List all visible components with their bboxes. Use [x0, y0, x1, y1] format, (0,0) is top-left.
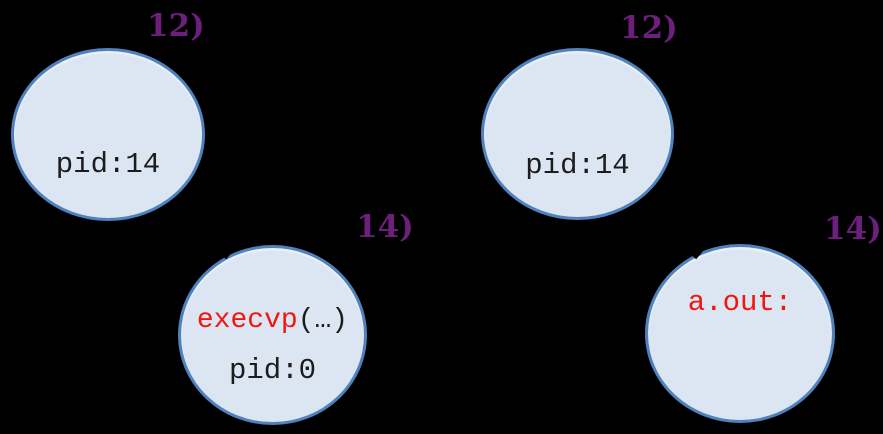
pid-text-child: pid:0 [178, 356, 367, 385]
circle-pid14-left [11, 48, 205, 221]
aout-text: a.out: [645, 288, 835, 317]
pid-value: pid:14 [525, 149, 630, 182]
step-label-14-left: 14) [356, 209, 414, 245]
pid-text-right: pid:14 [481, 151, 674, 180]
aout-label: a.out: [687, 286, 793, 319]
execvp-keyword: execvp [196, 305, 298, 336]
execvp-args: (…) [297, 305, 349, 336]
step-label-14-right: 14) [824, 211, 882, 247]
pid-text-left: pid:14 [11, 150, 205, 179]
step-label-12-left: 12) [147, 8, 205, 44]
circle-aout [645, 244, 835, 423]
pid-value: pid:0 [228, 354, 316, 387]
step-label-12-right: 12) [620, 10, 678, 46]
circle-pid14-right [481, 48, 674, 220]
pid-value: pid:14 [55, 148, 161, 181]
circle-execvp-pid0 [178, 245, 367, 425]
execvp-call-text: execvp(…) [178, 307, 367, 335]
